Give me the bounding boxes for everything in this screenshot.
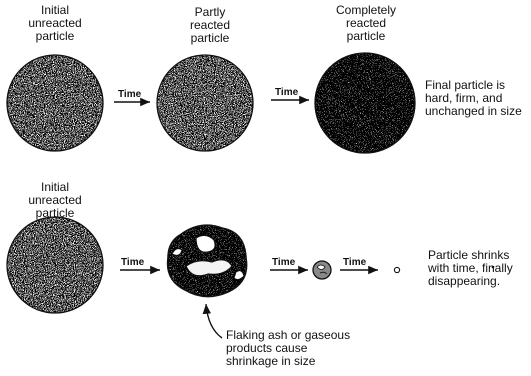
callout-pointer — [206, 304, 222, 338]
bottom-initial-label: Initial unreacted particle — [22, 181, 88, 220]
bottom-arrow-1-label: Time — [121, 257, 144, 268]
top-arrow-1-label: Time — [118, 89, 141, 100]
top-partly-label: Partly reacted particle — [180, 6, 240, 45]
top-partly-particle — [157, 55, 253, 151]
bottom-arrow-3-label: Time — [343, 257, 366, 268]
bottom-initial-particle — [7, 217, 103, 313]
bottom-small-particle — [313, 261, 331, 279]
top-initial-particle — [7, 55, 103, 151]
bottom-tiny-particle — [394, 267, 399, 272]
flaking-callout: Flaking ash or gaseous products cause sh… — [226, 329, 350, 368]
bottom-arrow-2-label: Time — [272, 257, 295, 268]
top-note: Final particle is hard, firm, and unchan… — [425, 79, 522, 118]
bottom-note: Particle shrinks with time, finally disa… — [428, 249, 513, 288]
top-complete-label: Completely reacted particle — [328, 4, 404, 43]
bottom-flaking-particle — [160, 218, 255, 308]
top-initial-label: Initial unreacted particle — [22, 4, 88, 43]
top-arrow-2-label: Time — [275, 87, 298, 98]
top-complete-particle — [315, 53, 415, 153]
